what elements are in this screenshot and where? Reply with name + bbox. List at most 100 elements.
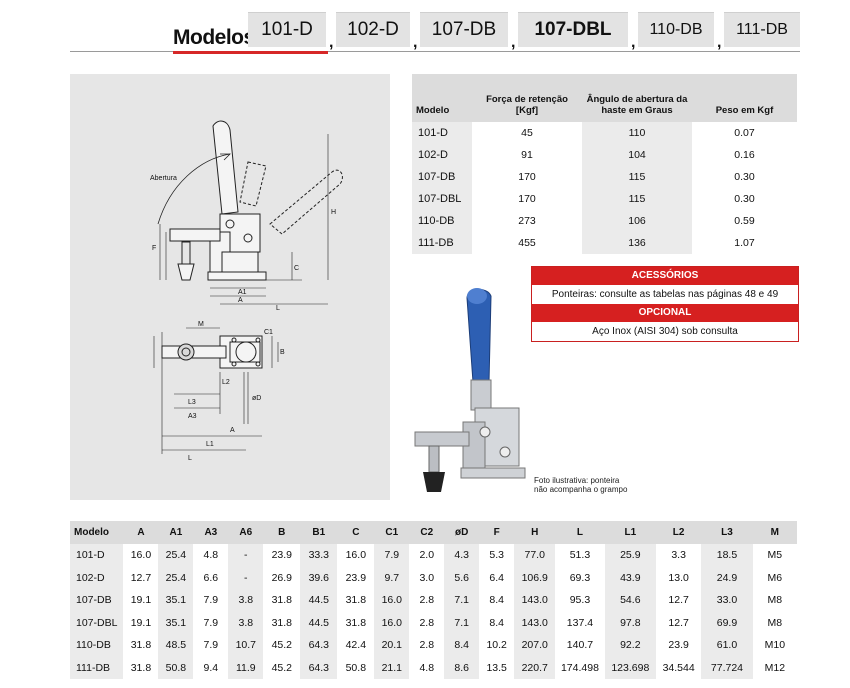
table-cell: 13.5 — [486, 661, 507, 674]
table-cell: 0.59 — [734, 215, 755, 227]
table-cell: 3.0 — [419, 571, 435, 584]
table-cell: 92.2 — [604, 634, 657, 657]
table-cell: 54.6 — [604, 589, 657, 612]
accessories-box: ACESSÓRIOS Ponteiras: consulte as tabela… — [531, 266, 799, 342]
dim-label-m: M — [198, 321, 204, 328]
model-name-cell: 107-DBL — [70, 611, 124, 634]
table-cell: 31.8 — [345, 594, 367, 607]
dim-label-a: A — [238, 297, 243, 304]
model-name-cell: 107-DB — [70, 589, 124, 612]
table-cell: 42.4 — [345, 639, 367, 652]
table-cell: 16.0 — [374, 589, 410, 612]
table-cell: M8 — [767, 594, 783, 607]
tab-111-db[interactable]: 111-DB — [724, 12, 800, 47]
table-cell: 31.8 — [130, 661, 152, 674]
table-cell: 115 — [582, 188, 692, 210]
table-cell: 4.3 — [444, 544, 480, 567]
dimensions-header-cell: F — [479, 521, 515, 544]
tab-separator: , — [717, 34, 722, 51]
table-cell: 174.498 — [560, 661, 599, 674]
table-cell: 143.0 — [514, 611, 556, 634]
dimensions-header-cell: Modelo — [70, 521, 124, 544]
tab-107-db[interactable]: 107-DB — [420, 12, 508, 47]
dim-label-l1: L1 — [206, 441, 214, 448]
table-cell: M12 — [764, 661, 786, 674]
table-cell: 5.3 — [489, 549, 504, 562]
photo-caption: Foto ilustrativa: ponteira não acompanha… — [534, 476, 627, 494]
table-cell: 48.5 — [158, 634, 194, 657]
table-cell: 34.544 — [662, 661, 695, 674]
table-cell: 8.4 — [489, 616, 504, 629]
table-cell: 19.1 — [130, 594, 152, 607]
tab-101-d[interactable]: 101-D — [248, 12, 326, 47]
table-cell: 97.8 — [604, 611, 657, 634]
table-cell: 2.0 — [419, 549, 435, 562]
table-cell: 3.8 — [228, 589, 264, 612]
table-cell: 10.7 — [228, 634, 264, 657]
table-cell: 39.6 — [300, 566, 338, 589]
table-cell: 7.9 — [203, 616, 219, 629]
dimensions-header-cell: H — [514, 521, 556, 544]
dim-label-d: øD — [252, 395, 261, 402]
table-cell: 3.3 — [671, 549, 686, 562]
table-cell: 115 — [582, 166, 692, 188]
tab-102-d[interactable]: 102-D — [336, 12, 410, 47]
table-cell: 23.9 — [345, 571, 367, 584]
dim-label-c1: C1 — [264, 329, 273, 336]
table-cell: 8.4 — [489, 594, 504, 607]
table-cell: 33.3 — [300, 544, 338, 567]
table-cell: 0.07 — [734, 127, 755, 139]
product-photo — [405, 282, 545, 502]
table-cell: 1.07 — [734, 237, 755, 249]
model-name-cell: 101-D — [412, 122, 472, 144]
table-cell: - — [228, 544, 264, 567]
table-cell: 10.2 — [486, 639, 507, 652]
table-cell: 4.8 — [419, 661, 435, 674]
table-cell: 110 — [582, 122, 692, 144]
table-cell: 24.9 — [701, 566, 753, 589]
table-cell: 95.3 — [569, 594, 591, 607]
header-model: Modelo — [412, 74, 472, 122]
table-cell: 45.2 — [271, 639, 292, 652]
table-cell: 7.1 — [444, 589, 480, 612]
model-specs-table: Modelo Força de retenção [Kgf] Ângulo de… — [412, 74, 797, 254]
table-cell: 9.4 — [203, 661, 219, 674]
dim-label-l: L — [276, 305, 280, 312]
tab-107-dbl[interactable]: 107-DBL — [518, 12, 628, 47]
header-rule — [70, 51, 800, 52]
accessories-heading: ACESSÓRIOS — [532, 267, 798, 285]
clamp-illustration — [414, 288, 526, 492]
table-cell: M8 — [767, 616, 783, 629]
table-cell: 69.9 — [701, 611, 753, 634]
table-cell: 170 — [518, 171, 536, 183]
dim-label-b: B — [280, 349, 285, 356]
table-cell: 137.4 — [566, 616, 594, 629]
table-cell: 18.5 — [701, 544, 753, 567]
header-opening-angle: Ângulo de abertura da haste em Graus — [582, 74, 692, 122]
table-cell: 220.7 — [514, 656, 556, 679]
table-cell: 7.1 — [444, 611, 480, 634]
table-cell: 170 — [518, 193, 536, 205]
table-cell: 91 — [521, 149, 533, 161]
tab-110-db[interactable]: 110-DB — [638, 12, 714, 47]
table-cell: 23.9 — [668, 639, 689, 652]
table-cell: 207.0 — [514, 634, 556, 657]
table-cell: 50.8 — [158, 656, 194, 679]
model-table-header-row: Modelo Força de retenção [Kgf] Ângulo de… — [412, 74, 797, 122]
accessories-text: Ponteiras: consulte as tabelas nas págin… — [532, 285, 798, 304]
table-cell: 16.0 — [130, 549, 152, 562]
table-cell: 31.8 — [130, 639, 152, 652]
model-name-cell: 111-DB — [412, 232, 472, 254]
table-cell: 6.6 — [203, 571, 219, 584]
table-cell: 140.7 — [566, 639, 594, 652]
table-cell: 143.0 — [514, 589, 556, 612]
table-cell: 25.4 — [158, 566, 194, 589]
table-cell: 0.30 — [734, 171, 755, 183]
dimensions-header-cell: C2 — [409, 521, 445, 544]
table-cell: 273 — [518, 215, 536, 227]
